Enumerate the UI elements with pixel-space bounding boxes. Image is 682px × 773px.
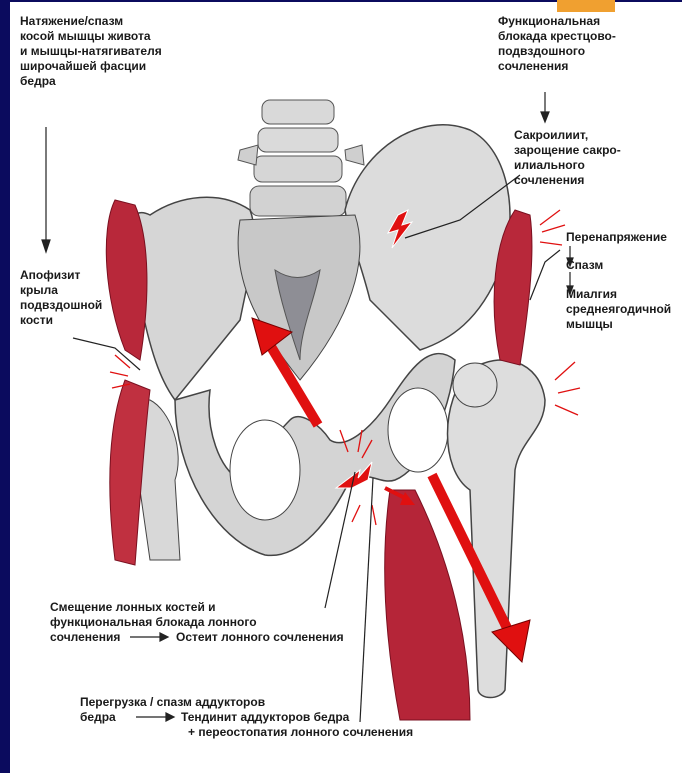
label-line: бедра (20, 74, 162, 89)
label-line: сочленения (514, 173, 621, 188)
label-adductor-overload: Перегрузка / спазм аддукторов (80, 695, 265, 710)
label-apophysitis: Апофизит крыла подвздошной кости (20, 268, 102, 328)
label-sacroiliitis: Сакроилиит, зарощение сакро- илиального … (514, 128, 621, 188)
label-abdominal-spasm: Натяжение/спазм косой мышцы живота и мыш… (20, 14, 162, 89)
label-overload: Перенапряжение (566, 230, 667, 245)
label-line: Миалгия (566, 287, 671, 302)
right-ilium (345, 125, 510, 350)
spine (238, 100, 364, 216)
label-line: зарощение сакро- (514, 143, 621, 158)
label-line: подвздошной (20, 298, 102, 313)
label-line: функциональная блокада лонного (50, 615, 257, 630)
label-line: Смещение лонных костей и (50, 600, 257, 615)
label-line: и мышцы-натягивателя (20, 44, 162, 59)
label-line: Натяжение/спазм (20, 14, 162, 29)
label-line: подвздошного (498, 44, 616, 59)
left-muscle (106, 200, 147, 360)
label-line: илиального (514, 158, 621, 173)
label-line: сочленения (498, 59, 616, 74)
label-line: блокада крестцово- (498, 29, 616, 44)
label-sacroiliac-block: Функциональная блокада крестцово- подвзд… (498, 14, 616, 74)
label-line: Апофизит (20, 268, 102, 283)
label-line: мышцы (566, 317, 671, 332)
label-line: среднеягодичной (566, 302, 671, 317)
label-line: крыла (20, 283, 102, 298)
label-adductor-thigh: бедра (80, 710, 116, 725)
label-adductor-tendinitis: Тендинит аддукторов бедра (181, 710, 349, 725)
label-line: Сакроилиит, (514, 128, 621, 143)
label-line: широчайшей фасции (20, 59, 162, 74)
label-periostopathy: + переостопатия лонного сочленения (188, 725, 413, 740)
label-line: кости (20, 313, 102, 328)
label-line: Функциональная (498, 14, 616, 29)
label-osteitis-pubis: Остеит лонного сочленения (176, 630, 344, 645)
label-myalgia: Миалгия среднеягодичной мышцы (566, 287, 671, 332)
label-spasm: Спазм (566, 258, 603, 273)
label-line: косой мышцы живота (20, 29, 162, 44)
